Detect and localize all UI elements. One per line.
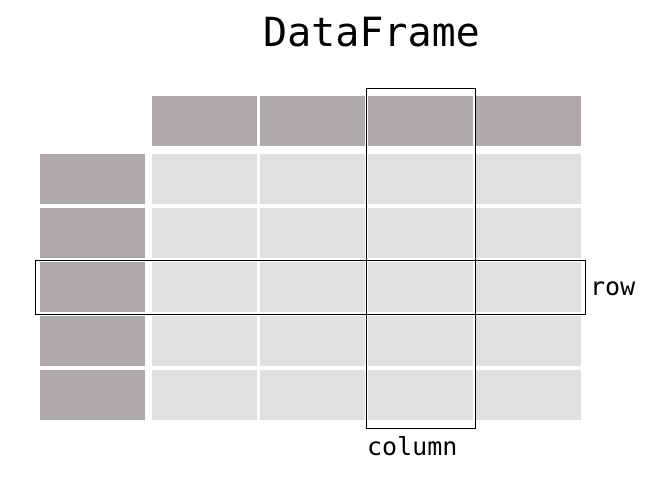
data-cell (260, 208, 365, 258)
data-cell (260, 262, 365, 312)
row-index-cell (40, 370, 145, 420)
data-cell (152, 370, 257, 420)
column-header-cell (368, 96, 473, 146)
data-cell (368, 262, 473, 312)
data-cell (476, 208, 581, 258)
data-cell (368, 208, 473, 258)
data-cell (152, 208, 257, 258)
data-cell (368, 370, 473, 420)
data-cell (260, 370, 365, 420)
data-cell (368, 316, 473, 366)
data-cell (368, 154, 473, 204)
data-cell (260, 154, 365, 204)
row-index-cell (40, 316, 145, 366)
column-header-cell (260, 96, 365, 146)
column-label: column (367, 432, 458, 461)
data-cell (152, 262, 257, 312)
data-cell (476, 154, 581, 204)
data-cell (476, 316, 581, 366)
data-cell (152, 316, 257, 366)
data-cell (476, 262, 581, 312)
row-index-cell (40, 262, 145, 312)
data-cell (260, 316, 365, 366)
column-highlight-box (366, 88, 476, 429)
column-header-cell (476, 96, 581, 146)
row-index-cell (40, 208, 145, 258)
data-cell (152, 154, 257, 204)
diagram-title: DataFrame (263, 10, 480, 56)
row-index-cell (40, 154, 145, 204)
row-highlight-box (35, 260, 586, 315)
data-cell (476, 370, 581, 420)
row-label: row (590, 272, 636, 301)
column-header-cell (152, 96, 257, 146)
